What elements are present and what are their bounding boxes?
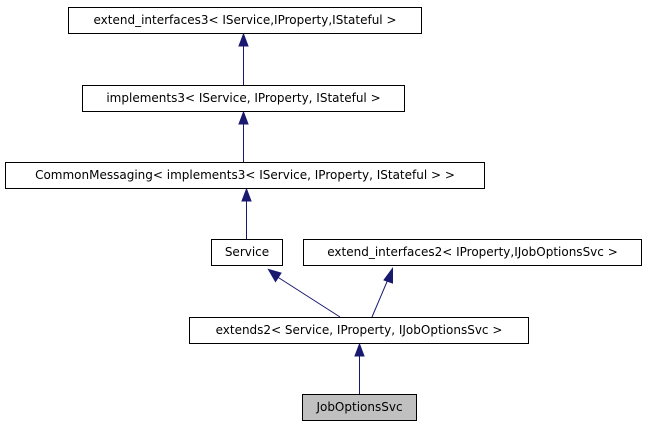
node-extends2[interactable]: extends2< Service, IProperty, IJobOption… <box>189 317 529 344</box>
node-label: extends2< Service, IProperty, IJobOption… <box>215 323 503 337</box>
node-implements3[interactable]: implements3< IService, IProperty, IState… <box>82 85 405 112</box>
node-label: JobOptionsSvc <box>316 400 403 414</box>
edge-commonmessaging-to-implements3 <box>238 110 249 162</box>
edge-joboptionssvc-to-extends2 <box>354 342 365 394</box>
node-label: extend_interfaces2< IProperty,IJobOption… <box>327 245 618 259</box>
node-common-messaging[interactable]: CommonMessaging< implements3< IService, … <box>5 162 485 189</box>
node-extend-interfaces2[interactable]: extend_interfaces2< IProperty,IJobOption… <box>303 239 642 266</box>
edge-service-to-commonmessaging <box>241 187 252 239</box>
node-label: Service <box>224 245 270 259</box>
node-label: extend_interfaces3< IService,IProperty,I… <box>93 13 397 27</box>
node-extend-interfaces3[interactable]: extend_interfaces3< IService,IProperty,I… <box>68 7 422 34</box>
node-service[interactable]: Service <box>211 239 283 266</box>
node-label: CommonMessaging< implements3< IService, … <box>35 168 455 182</box>
node-label: implements3< IService, IProperty, IState… <box>106 91 381 105</box>
edge-extends2-to-extend_interfaces2 <box>371 266 393 318</box>
node-job-options-svc[interactable]: JobOptionsSvc <box>302 394 417 421</box>
edge-implements3-to-extend_interfaces3 <box>238 32 249 85</box>
edge-extends2-to-service <box>267 268 341 318</box>
